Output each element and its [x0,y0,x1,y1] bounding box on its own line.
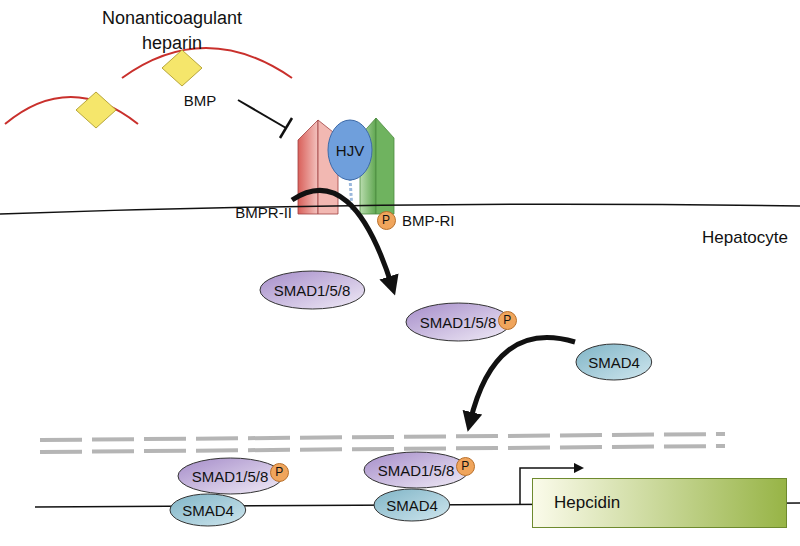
smad-ellipse: SMAD4 [575,343,653,381]
bmp-diamond [76,92,116,128]
ellipse-shape [170,494,246,526]
phospho-mark: P [456,457,475,476]
node-text: HJV [336,142,364,159]
bmp-diamond [162,50,202,86]
cell-membrane [0,204,800,214]
inhibition-bar [280,118,292,138]
smad-ellipse: SMAD1/5/8 [177,457,284,495]
node-text: SMAD1/5/8 [420,314,497,331]
gene-rect [533,479,787,528]
nuclear-envelope [40,434,725,440]
smad-ellipse: SMAD4 [373,488,451,522]
phospho-mark: P [377,211,396,230]
receptor-label: BMP-RI [402,212,455,229]
heparin-chain [5,97,138,124]
ellipse-shape [374,489,450,521]
node-text: Hepcidin [554,493,620,513]
ellipse-shape [260,271,365,309]
smad-ellipse: SMAD1/5/8 [259,270,366,310]
hjv-ellipse: HJV [327,119,373,181]
node-text: SMAD1/5/8 [192,468,269,485]
ellipse-shape [364,452,469,488]
cell-label: Hepatocyte [702,228,788,248]
receptor-label: BMPR-II [235,204,292,221]
smad-ellipse: SMAD4 [169,493,247,527]
bmpr1-receptor [376,118,394,214]
inhibition-line [238,100,286,128]
node-text: SMAD4 [386,497,438,514]
ligand-label: BMP [184,92,217,109]
node-text: SMAD4 [588,354,640,371]
node-text: SMAD1/5/8 [274,282,351,299]
phospho-mark: P [498,311,517,330]
ellipse-shape [406,303,511,341]
smad-ellipse: SMAD1/5/8 [363,451,470,489]
node-text: SMAD1/5/8 [378,462,455,479]
ellipse-shape [328,120,372,180]
drug-label: Nonanticoagulant heparin [85,6,260,56]
gene-box: Hepcidin [532,478,787,528]
translocation-arrow [470,338,575,423]
ellipse-shape [178,458,283,494]
node-text: SMAD4 [182,502,234,519]
bmpr2-receptor [298,120,318,214]
phospho-mark: P [270,463,289,482]
smad-ellipse: SMAD1/5/8 [405,302,512,342]
nuclear-envelope [40,446,725,452]
ellipse-shape [576,344,652,380]
